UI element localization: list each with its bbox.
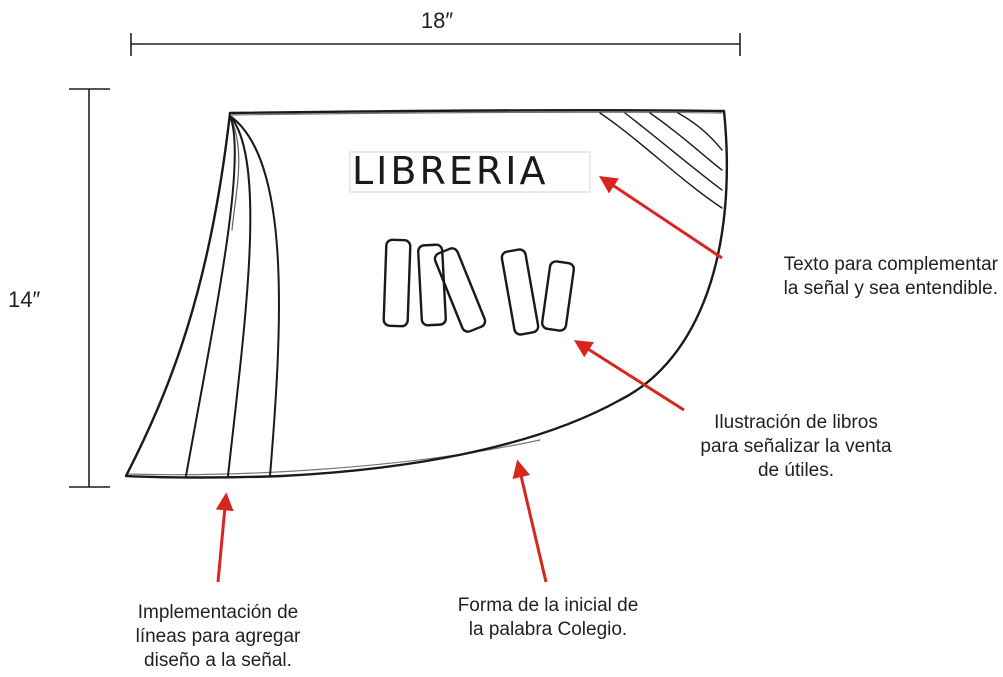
annotation-line: líneas para agregar	[135, 626, 301, 647]
height-dimension-line	[69, 88, 110, 488]
height-label: 14″	[8, 287, 41, 312]
sign-title: LIBRERIA	[352, 149, 549, 193]
annotation-line: de útiles.	[757, 460, 835, 481]
annotation-lines-note: Implementación de líneas para agregar di…	[98, 601, 338, 673]
book-1	[382, 238, 412, 328]
arrow-books	[573, 340, 685, 412]
annotation-line: Forma de la inicial de	[457, 595, 639, 616]
annotation-books-note: Ilustración de libros para señalizar la …	[666, 411, 926, 483]
arrow-shape	[512, 459, 548, 583]
annotation-line: para señalizar la venta	[700, 436, 892, 457]
books-illustration	[382, 238, 576, 336]
annotation-line: la señal y sea entendible.	[783, 278, 998, 299]
annotation-line: Texto para complementar	[783, 254, 998, 275]
annotation-text-note: Texto para complementar la señal y sea e…	[700, 253, 998, 301]
sign-decorative-lines	[185, 115, 280, 477]
arrow-text	[599, 176, 723, 260]
arrow-lines	[215, 492, 234, 583]
book-2	[417, 243, 447, 327]
annotation-line: diseño a la señal.	[144, 650, 292, 671]
annotation-shape-note: Forma de la inicial de la palabra Colegi…	[418, 594, 678, 642]
book-3	[433, 247, 487, 333]
annotation-line: la palabra Colegio.	[468, 619, 628, 640]
width-dimension-line	[130, 33, 741, 56]
corner-decorative-lines	[599, 112, 723, 209]
width-label: 18″	[420, 8, 454, 33]
book-4	[500, 248, 540, 336]
annotation-line: Ilustración de libros	[714, 412, 878, 433]
sign-outline	[124, 108, 728, 479]
book-5	[540, 260, 576, 332]
annotation-line: Implementación de	[137, 602, 299, 623]
annotation-arrows	[215, 176, 723, 583]
sign-title-box	[349, 151, 591, 193]
